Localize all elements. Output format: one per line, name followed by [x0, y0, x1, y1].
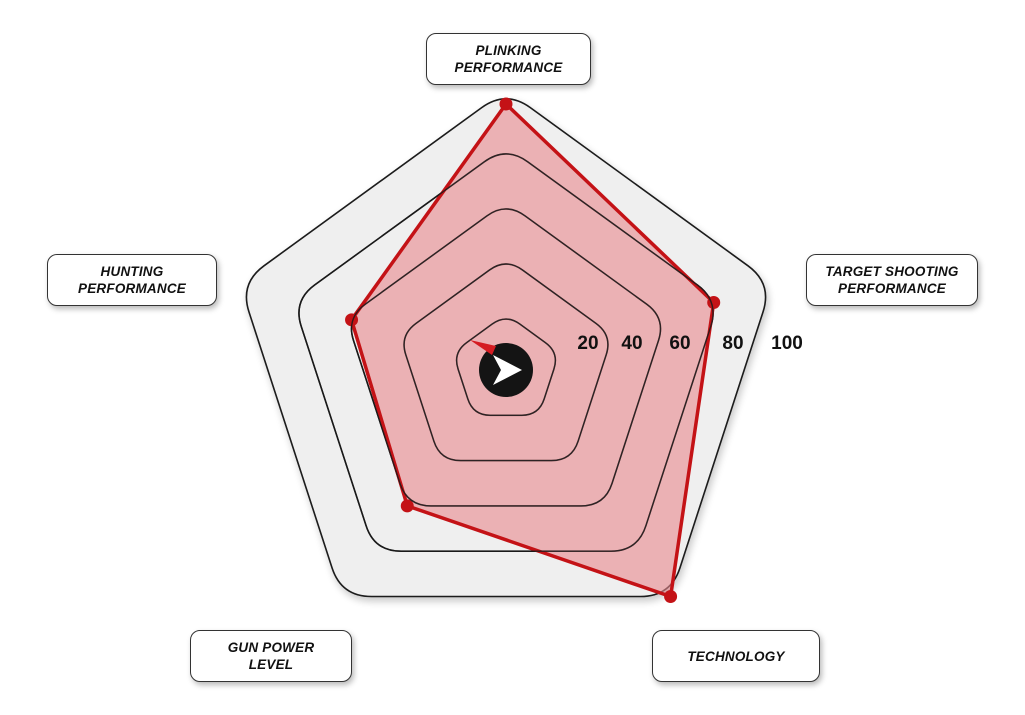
tick-label-20: 20 [577, 333, 598, 354]
tick-label-100: 100 [771, 333, 803, 354]
grid-ring-overlay-80 [298, 153, 714, 552]
axis-label-line: TARGET SHOOTING [825, 264, 959, 279]
data-point-2 [664, 590, 678, 604]
axis-label-line: GUN POWER [227, 640, 315, 655]
data-point-0 [499, 97, 513, 111]
logo-chevron [493, 355, 522, 385]
axis-label-gun-power-level: GUN POWER LEVEL [190, 630, 352, 682]
grid-ring-overlay-60 [350, 208, 662, 507]
axis-label-target-shooting-performance: TARGET SHOOTING PERFORMANCE [806, 254, 978, 306]
grid-ring-overlay-40 [403, 263, 609, 462]
grid-ring-overlay-20 [455, 318, 557, 416]
axis-label-line: LEVEL [248, 657, 294, 672]
chevron-logo-icon [470, 340, 533, 397]
axis-label-technology: TECHNOLOGY [652, 630, 820, 682]
axis-label-plinking-performance: PLINKING PERFORMANCE [426, 33, 591, 85]
tick-label-80: 80 [722, 333, 743, 354]
axis-label-line: PERFORMANCE [78, 281, 186, 296]
logo-red-slash [470, 340, 496, 355]
axis-label-hunting-performance: HUNTING PERFORMANCE [47, 254, 217, 306]
axis-label-line: HUNTING [100, 264, 164, 279]
tick-label-60: 60 [669, 333, 690, 354]
tick-label-40: 40 [621, 333, 642, 354]
axis-label-line: TECHNOLOGY [687, 648, 785, 664]
data-point-3 [400, 499, 414, 513]
axis-label-line: PERFORMANCE [454, 60, 563, 75]
axis-label-line: PERFORMANCE [838, 281, 946, 296]
axis-label-line: PLINKING [475, 43, 542, 58]
